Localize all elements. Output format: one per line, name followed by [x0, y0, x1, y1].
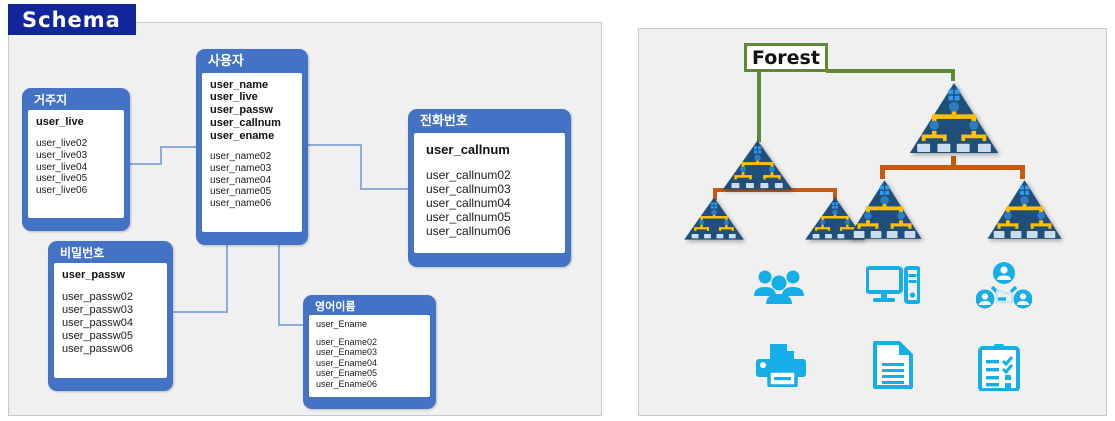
entity-user-attr: user_name02 [210, 151, 272, 163]
desktop-computer-icon[interactable] [866, 266, 920, 306]
forest-link-right-h [826, 69, 955, 73]
entity-residence-attr: user_live04 [36, 161, 88, 173]
forest-root-label: Forest [752, 46, 820, 69]
entity-password-body: user_passw user_passw02 user_passw03 use… [54, 263, 167, 379]
spacer [210, 142, 294, 151]
entity-user-pk: user_callnum [210, 116, 281, 129]
entity-engname-attr: user_Ename06 [316, 378, 378, 389]
tree-right-child-2-icon[interactable] [986, 178, 1063, 241]
connector-user-password-h [172, 311, 228, 313]
entity-engname-attr: user_Ename04 [316, 357, 378, 368]
entity-residence-attr: user_live02 [36, 138, 88, 150]
entity-user-attr: user_name06 [210, 198, 272, 210]
connector-user-engname-v [278, 243, 280, 326]
entity-phone-attr: user_callnum04 [426, 195, 511, 210]
entity-residence-body: user_live user_live02 user_live03 user_l… [28, 110, 124, 219]
entity-residence-pk: user_live [36, 116, 84, 129]
entity-engname-body: user_Ename user_Ename02 user_Ename03 use… [309, 315, 430, 398]
tree-link-right-v-a [880, 165, 885, 179]
schema-banner: Schema [8, 4, 136, 35]
entity-user-title: 사용자 [208, 54, 244, 69]
entity-phone-attr: user_callnum06 [426, 223, 511, 238]
entity-engname-title: 영어이름 [315, 300, 356, 313]
entity-password-attr: user_passw02 [62, 291, 133, 304]
entity-phone-attr: user_callnum02 [426, 167, 511, 182]
entity-residence-attr: user_live05 [36, 173, 88, 185]
connector-user-phone-h2 [360, 188, 410, 190]
entity-password-attr: user_passw03 [62, 304, 133, 317]
entity-password-attr: user_passw05 [62, 329, 133, 342]
tree-link-right-v-b [1020, 165, 1025, 179]
connector-user-engname-h [278, 324, 305, 326]
entity-user-attr: user_name04 [210, 174, 272, 186]
tree-link-left-v-b [833, 188, 837, 200]
tree-link-left-h [713, 188, 837, 192]
printer-icon[interactable] [755, 343, 807, 387]
tree-right-child-1-icon[interactable] [846, 178, 923, 241]
entity-residence-attr: user_live03 [36, 149, 88, 161]
entity-user-attr: user_name03 [210, 162, 272, 174]
forest-root-box[interactable]: Forest [744, 43, 828, 72]
forest-link-right-v [951, 69, 955, 81]
entity-engname[interactable]: 영어이름 user_Ename user_Ename02 user_Ename0… [303, 295, 436, 409]
entity-user-pk: user_live [210, 91, 258, 104]
entity-engname-attr: user_Ename03 [316, 347, 378, 358]
schema-banner-label: Schema [22, 7, 121, 32]
entity-password[interactable]: 비밀번호 user_passw user_passw02 user_passw0… [48, 241, 173, 391]
spacer [36, 129, 116, 138]
entity-phone[interactable]: 전화번호 user_callnum user_callnum02 user_ca… [408, 109, 571, 267]
entity-residence-attr: user_live06 [36, 184, 88, 196]
tree-left-root-icon[interactable] [721, 139, 794, 191]
entity-user-pk: user_name [210, 78, 269, 91]
connector-user-phone-h1 [306, 144, 362, 146]
connector-residence-user-v [160, 146, 162, 165]
forest-link-left-v [757, 70, 761, 142]
entity-user-pk: user_ename [210, 129, 275, 142]
entity-password-title: 비밀번호 [60, 246, 105, 260]
clipboard-checklist-icon[interactable] [977, 343, 1021, 391]
entity-phone-title: 전화번호 [420, 114, 468, 129]
connector-residence-user-h1 [130, 163, 162, 165]
entity-password-attr: user_passw04 [62, 316, 133, 329]
entity-phone-attr: user_callnum05 [426, 209, 511, 224]
connector-user-password-v [226, 243, 228, 313]
entity-engname-attr: user_Ename02 [316, 336, 378, 347]
entity-engname-pk: user_Ename [316, 319, 368, 330]
spacer [316, 330, 423, 337]
entity-residence[interactable]: 거주지 user_live user_live02 user_live03 us… [22, 88, 130, 231]
entity-phone-body: user_callnum user_callnum02 user_callnum… [414, 132, 565, 253]
entity-residence-title: 거주지 [34, 93, 68, 107]
entity-password-pk: user_passw [62, 269, 125, 282]
entity-engname-attr: user_Ename05 [316, 368, 378, 379]
entity-user-attr: user_name05 [210, 186, 272, 198]
connector-user-phone-v [360, 144, 362, 190]
spacer [426, 157, 553, 168]
document-icon[interactable] [872, 341, 914, 389]
entity-user-pk: user_passw [210, 104, 273, 117]
users-group-icon[interactable] [752, 268, 806, 308]
entity-phone-pk: user_callnum [426, 141, 510, 157]
connector-residence-user-h2 [160, 146, 198, 148]
tree-link-right-v-mid [951, 156, 956, 168]
entity-user-body: user_name user_live user_passw user_call… [202, 72, 302, 232]
entity-user[interactable]: 사용자 user_name user_live user_passw user_… [196, 49, 308, 245]
spacer [62, 282, 159, 291]
entity-password-attr: user_passw06 [62, 342, 133, 355]
tree-right-root-icon[interactable] [908, 78, 1000, 158]
tree-link-left-v-a [713, 188, 717, 200]
entity-phone-attr: user_callnum03 [426, 181, 511, 196]
tree-left-child-1-icon[interactable] [683, 196, 745, 241]
shared-folder-users-icon[interactable] [976, 262, 1032, 310]
